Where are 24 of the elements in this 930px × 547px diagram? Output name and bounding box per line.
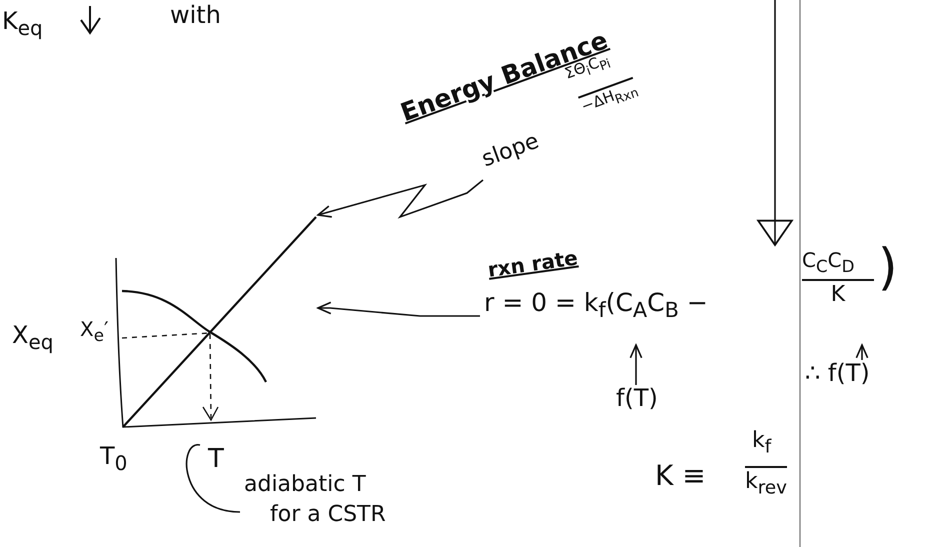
arrow: [317, 179, 484, 219]
equation-text: r = 0 = k$_{f}$(C$_{A}$C$_{B}$ −: [484, 289, 708, 323]
axis-label: X$_{eq}$: [12, 322, 54, 354]
symbol-label: K$_{eq}$: [2, 8, 43, 40]
equation-text: K ≡: [655, 460, 706, 492]
fraction-denominator: k$_{rev}$: [745, 466, 788, 498]
axis-label: T$_{0}$: [100, 443, 128, 475]
function-label: ∴ f(T): [805, 360, 870, 388]
annotation-text: adiabatic T: [244, 472, 366, 498]
axis-label: X$_{e}$′: [80, 318, 108, 346]
parenthesis: ): [878, 239, 898, 296]
arrow: [856, 344, 868, 360]
fraction-numerator: C$_{C}$C$_{D}$: [802, 249, 856, 276]
arrow: [757, 0, 793, 246]
arrow: [630, 344, 642, 385]
fraction-denominator: K: [802, 279, 874, 308]
arrow: [317, 302, 480, 317]
annotation-text: for a CSTR: [270, 502, 386, 528]
function-label: f(T): [616, 385, 658, 413]
fraction-numerator: k$_{f}$: [752, 428, 772, 458]
axis-label: T: [208, 445, 224, 475]
heading: rxn rate: [486, 246, 580, 282]
slope-label: slope: [478, 128, 542, 173]
note-text: with: [170, 2, 221, 30]
